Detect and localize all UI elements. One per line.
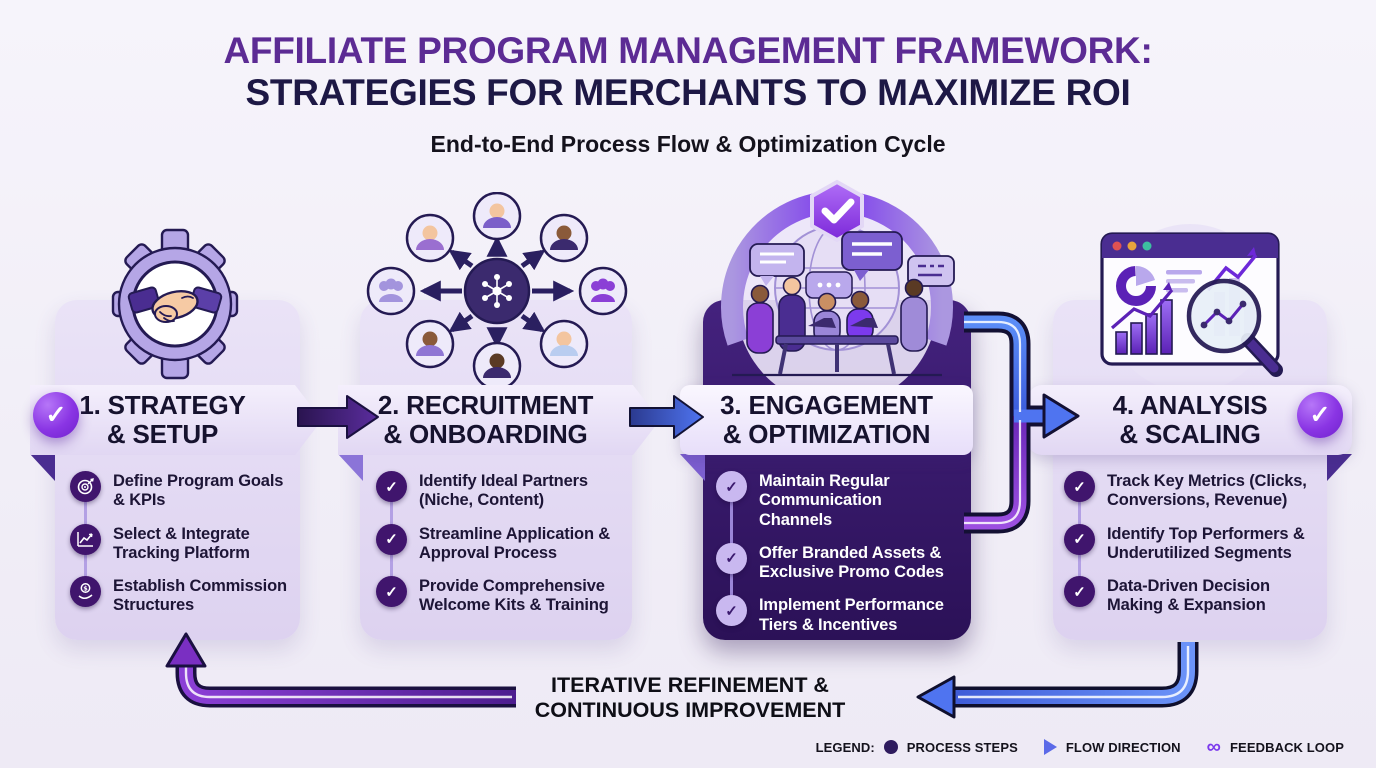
band-fold <box>1327 454 1352 481</box>
svg-text:$: $ <box>83 584 88 592</box>
check-icon: ✓ <box>716 595 747 627</box>
partner-network-icon <box>362 191 632 392</box>
list-item: ✓ Identify Top Performers & Underutilize… <box>1064 523 1320 564</box>
step-2-title: 2. RECRUITMENT& ONBOARDING <box>377 389 594 449</box>
step-1-title: 1. STRATEGY& SETUP <box>79 389 246 449</box>
check-icon: ✓ <box>1064 523 1095 555</box>
tracking-chart-icon <box>70 523 101 555</box>
step-4-bullet-list: ✓ Track Key Metrics (Clicks, Conversions… <box>1064 471 1320 616</box>
gear-handshake-icon <box>100 218 250 390</box>
step-4-title: 4. ANALYSIS& SCALING <box>1112 389 1268 449</box>
feedback-loop-infinity-icon: ∞ <box>1206 736 1222 758</box>
feedback-loop-blue <box>916 642 1199 719</box>
step-2-header-band: 2. RECRUITMENT& ONBOARDING <box>338 385 660 455</box>
list-item: ✓ Identify Ideal Partners (Niche, Conten… <box>376 471 624 511</box>
step-1-checkmark-badge: ✓ <box>33 392 79 438</box>
legend-item-feedback-loop: FEEDBACK LOOP <box>1230 739 1344 755</box>
legend-label: LEGEND: <box>815 739 875 755</box>
team-collaboration-icon <box>690 176 984 406</box>
step-3-header-band: 3. ENGAGEMENT& OPTIMIZATION <box>680 385 973 455</box>
legend-item-process-steps: PROCESS STEPS <box>906 739 1018 755</box>
list-item: ✓ Implement Performance Tiers & Incentiv… <box>716 595 958 635</box>
page-title-line1: AFFILIATE PROGRAM MANAGEMENT FRAMEWORK: <box>223 30 1153 71</box>
check-icon: ✓ <box>1064 471 1095 502</box>
check-icon: ✓ <box>716 471 747 502</box>
list-item: $ Establish Commission Structures <box>70 576 296 616</box>
step-4-header-band: 4. ANALYSIS& SCALING <box>1028 385 1352 455</box>
step-1-bullet-list: Define Program Goals & KPIs Select & Int… <box>70 471 296 616</box>
band-fold <box>30 454 55 481</box>
process-step-circle-icon <box>883 740 898 754</box>
feedback-loop-label: ITERATIVE REFINEMENT & CONTINUOUS IMPROV… <box>534 673 846 723</box>
analytics-dashboard-icon <box>1072 222 1308 394</box>
step-3-bullet-list: ✓ Maintain Regular Communication Channel… <box>716 471 958 635</box>
list-item: ✓ Data-Driven Decision Making & Expansio… <box>1064 576 1320 616</box>
check-icon: ✓ <box>376 523 407 555</box>
check-icon: ✓ <box>376 576 407 608</box>
flow-direction-triangle-icon <box>1043 739 1057 755</box>
check-icon: ✓ <box>716 542 747 574</box>
list-item: ✓ Offer Branded Assets & Exclusive Promo… <box>716 542 958 583</box>
step-3-title: 3. ENGAGEMENT& OPTIMIZATION <box>720 389 933 449</box>
feedback-loop-purple <box>165 632 516 708</box>
list-item: ✓ Provide Comprehensive Welcome Kits & T… <box>376 576 624 616</box>
step-4-checkmark-badge: ✓ <box>1297 392 1343 438</box>
list-item: Define Program Goals & KPIs <box>70 471 296 511</box>
band-fold <box>680 454 705 481</box>
page-subtitle: End-to-End Process Flow & Optimization C… <box>430 131 946 157</box>
step-1-header-band: 1. STRATEGY& SETUP <box>30 385 322 455</box>
list-item: ✓ Maintain Regular Communication Channel… <box>716 471 958 530</box>
target-icon <box>70 471 101 502</box>
page-title-line2: STRATEGIES FOR MERCHANTS TO MAXIMIZE ROI <box>245 72 1131 113</box>
step-2-bullet-list: ✓ Identify Ideal Partners (Niche, Conten… <box>376 471 624 616</box>
list-item: Select & Integrate Tracking Platform <box>70 523 296 564</box>
list-item: ✓ Track Key Metrics (Clicks, Conversions… <box>1064 471 1320 511</box>
list-item: ✓ Streamline Application & Approval Proc… <box>376 523 624 564</box>
legend-item-flow-direction: FLOW DIRECTION <box>1065 739 1181 755</box>
legend: LEGEND: PROCESS STEPS FLOW DIRECTION ∞ F… <box>815 736 1344 758</box>
check-icon: ✓ <box>376 471 407 502</box>
check-icon: ✓ <box>1064 576 1095 608</box>
commission-coin-icon: $ <box>70 576 101 608</box>
